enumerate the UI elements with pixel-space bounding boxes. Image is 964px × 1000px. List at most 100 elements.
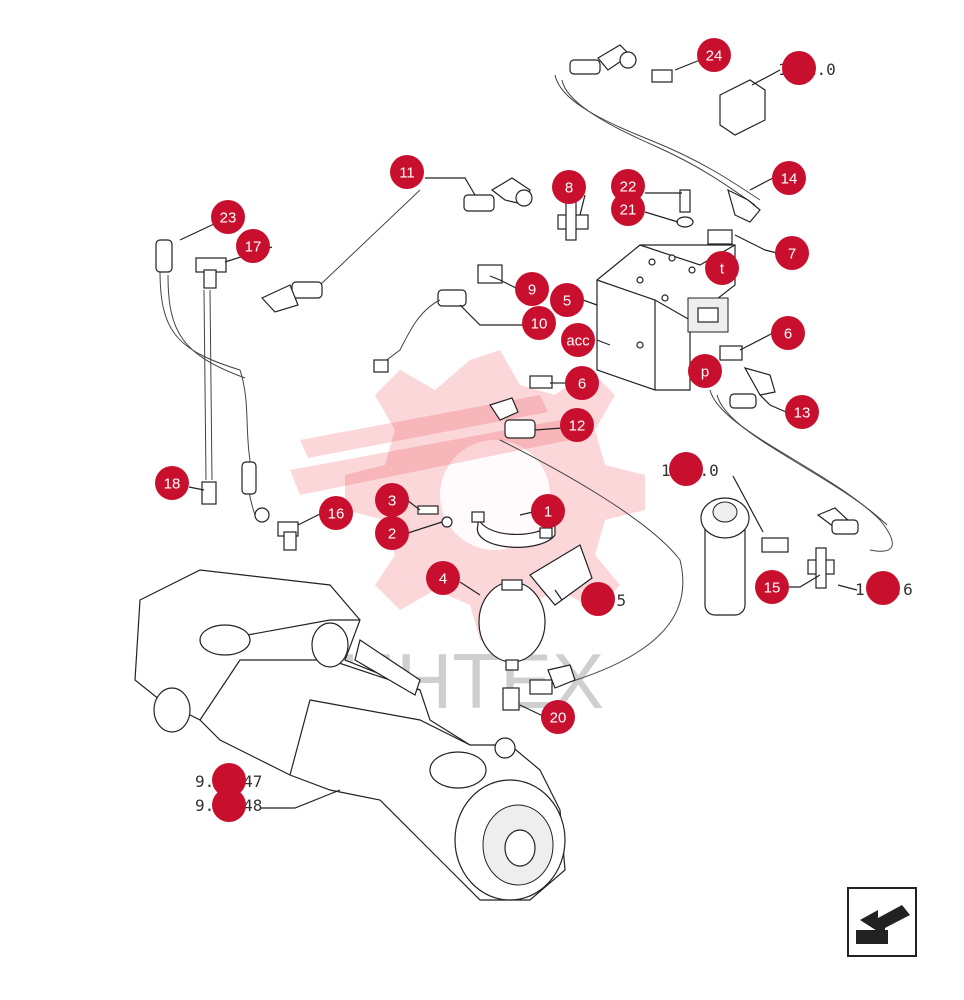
callout-badge[interactable]: 24 xyxy=(697,38,731,72)
callout-circle xyxy=(375,516,409,550)
callout-circle xyxy=(705,251,739,285)
pipe-routes xyxy=(159,74,893,686)
callout-circle xyxy=(375,483,409,517)
callout-badge[interactable]: 10 xyxy=(522,306,556,340)
arrow-back-icon xyxy=(856,905,910,944)
callout-badge[interactable] xyxy=(782,51,816,85)
callout-circle xyxy=(522,306,556,340)
callout-circle xyxy=(772,161,806,195)
callout-label: 11 xyxy=(399,165,415,182)
callout-badge[interactable]: acc xyxy=(561,323,595,357)
callout-badge[interactable]: 18 xyxy=(155,466,189,500)
callout-circle xyxy=(560,408,594,442)
callout-label: 9 xyxy=(528,282,536,299)
axle-assembly xyxy=(134,569,566,901)
callout-badge[interactable]: 5 xyxy=(550,283,584,317)
callout-label: 3 xyxy=(388,493,396,510)
callout-badge[interactable]: 12 xyxy=(560,408,594,442)
callout-circle xyxy=(688,354,722,388)
callout-circle xyxy=(581,582,615,616)
callout-circle xyxy=(785,395,819,429)
callout-label: 2 xyxy=(388,526,396,543)
callout-label: 4 xyxy=(439,571,447,588)
callout-circle xyxy=(515,272,549,306)
callout-label: 13 xyxy=(794,405,811,422)
callout-circle xyxy=(531,494,565,528)
fittings xyxy=(155,44,859,711)
callout-circle xyxy=(669,452,703,486)
callout-circle xyxy=(771,316,805,350)
callout-badge[interactable]: 7 xyxy=(775,236,809,270)
accumulator xyxy=(471,511,593,671)
callout-badge[interactable]: 6 xyxy=(565,366,599,400)
callout-circle xyxy=(390,155,424,189)
callout-circle xyxy=(211,200,245,234)
callout-badge[interactable]: 2 xyxy=(375,516,409,550)
callout-label: 21 xyxy=(620,202,637,219)
callout-label: p xyxy=(701,364,709,381)
callout-label: 1 xyxy=(544,504,552,521)
callout-label: 5 xyxy=(563,293,571,310)
callout-circle xyxy=(319,496,353,530)
callout-badge[interactable] xyxy=(212,788,246,822)
callout-badge[interactable]: 8 xyxy=(552,170,586,204)
callout-circle xyxy=(426,561,460,595)
callout-circle xyxy=(697,38,731,72)
filter-unit xyxy=(700,497,750,616)
back-nav-button[interactable] xyxy=(847,887,917,957)
callout-circle xyxy=(155,466,189,500)
callout-circle xyxy=(541,700,575,734)
callout-label: 17 xyxy=(245,239,262,256)
leader-lines xyxy=(179,59,858,809)
callout-badge[interactable]: 13 xyxy=(785,395,819,429)
callout-label: 8 xyxy=(565,180,573,197)
callout-badge[interactable]: 11 xyxy=(390,155,424,189)
callout-badge[interactable]: 14 xyxy=(772,161,806,195)
callout-label: 6 xyxy=(784,326,792,343)
callout-circle xyxy=(755,570,789,604)
callout-badge[interactable]: 4 xyxy=(426,561,460,595)
callout-label: acc xyxy=(566,333,590,350)
callout-label: 24 xyxy=(706,48,723,65)
callout-label: 12 xyxy=(569,418,586,435)
callout-label: 10 xyxy=(531,316,548,333)
callout-label: 6 xyxy=(578,376,586,393)
callout-circle xyxy=(212,788,246,822)
callout-badge[interactable]: 6 xyxy=(771,316,805,350)
callout-circle xyxy=(611,169,645,203)
valve-block xyxy=(596,244,736,391)
callout-badge[interactable] xyxy=(581,582,615,616)
callout-badge[interactable] xyxy=(866,571,900,605)
callout-badge[interactable]: 23 xyxy=(211,200,245,234)
callout-label: 15 xyxy=(764,580,781,597)
callout-circle xyxy=(775,236,809,270)
callout-badge[interactable]: 17 xyxy=(236,229,270,263)
callout-circle xyxy=(550,283,584,317)
callout-circle xyxy=(236,229,270,263)
callout-circle xyxy=(782,51,816,85)
callout-badge[interactable]: 15 xyxy=(755,570,789,604)
callout-badge[interactable]: t xyxy=(705,251,739,285)
callout-badge[interactable]: p xyxy=(688,354,722,388)
callout-badge[interactable]: 22 xyxy=(611,169,645,203)
callout-badge[interactable]: 3 xyxy=(375,483,409,517)
callout-circle xyxy=(561,323,595,357)
callout-badge[interactable] xyxy=(669,452,703,486)
callout-badge[interactable]: 9 xyxy=(515,272,549,306)
callout-badge[interactable]: 16 xyxy=(319,496,353,530)
callout-circle xyxy=(212,763,246,797)
callout-label: 7 xyxy=(788,246,796,263)
callout-label: 20 xyxy=(550,710,567,727)
callout-label: 14 xyxy=(781,171,798,188)
callout-label: 18 xyxy=(164,476,181,493)
callout-label: 22 xyxy=(620,179,637,196)
callout-circle xyxy=(565,366,599,400)
callout-label: 23 xyxy=(220,210,237,227)
callout-badge[interactable] xyxy=(212,763,246,797)
callout-badge[interactable]: 1 xyxy=(531,494,565,528)
callout-circle xyxy=(552,170,586,204)
callout-label: t xyxy=(720,261,725,278)
callout-badge[interactable]: 20 xyxy=(541,700,575,734)
callout-badges: 12345667891011121314151617182021222324tp… xyxy=(155,38,900,822)
